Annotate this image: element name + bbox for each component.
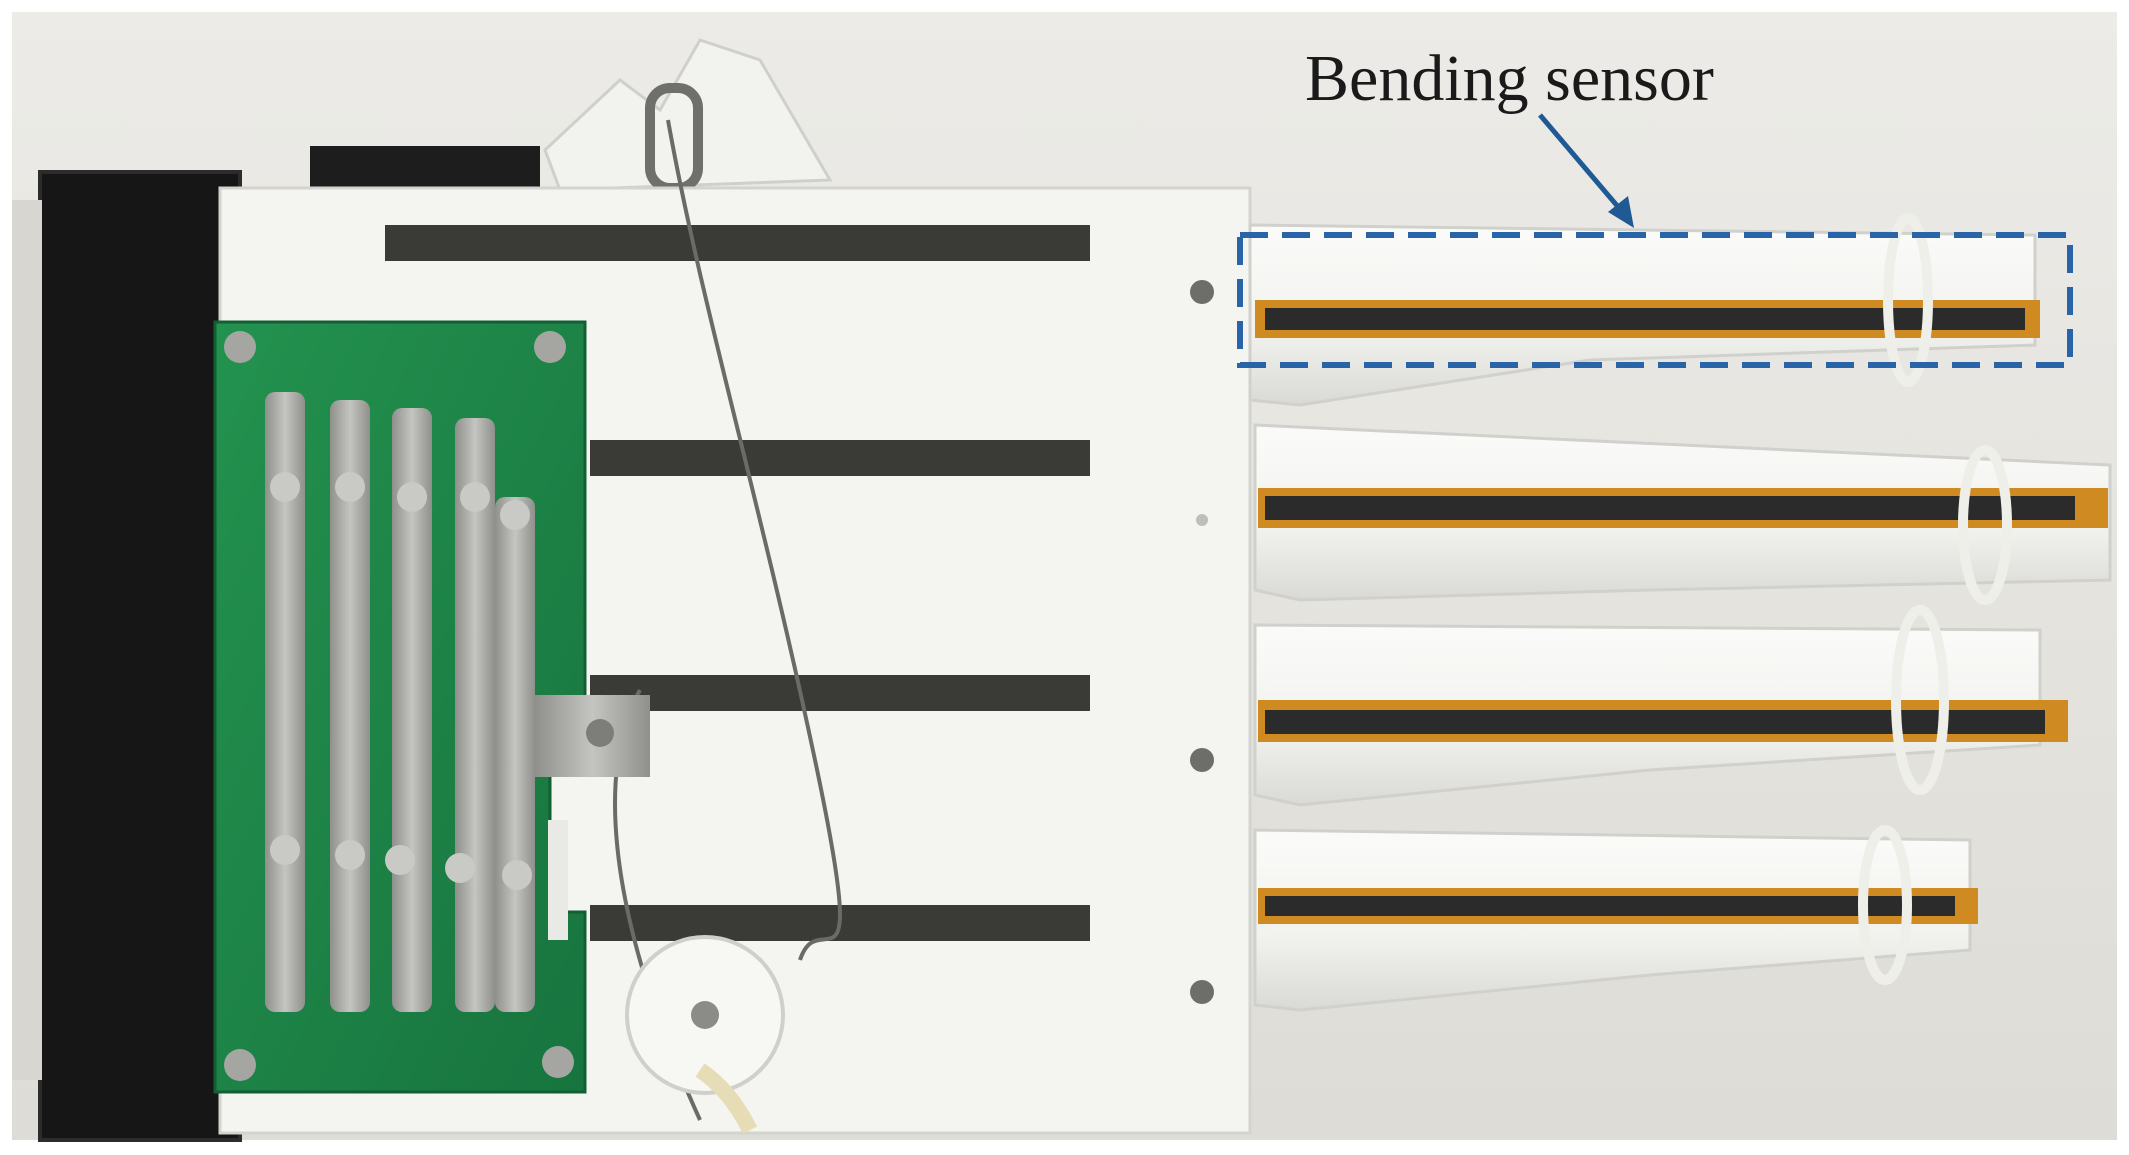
annotation-arrow (1538, 113, 1634, 228)
finger-1 (1248, 223, 2040, 407)
bending-sensor-label: Bending sensor (1305, 42, 1714, 115)
zip-ties (1858, 213, 2012, 985)
green-pcb (213, 320, 650, 1094)
finger-4 (1253, 828, 1978, 1012)
finger-3 (1253, 623, 2068, 807)
bending-sensor-highlight-box (1237, 232, 2073, 368)
